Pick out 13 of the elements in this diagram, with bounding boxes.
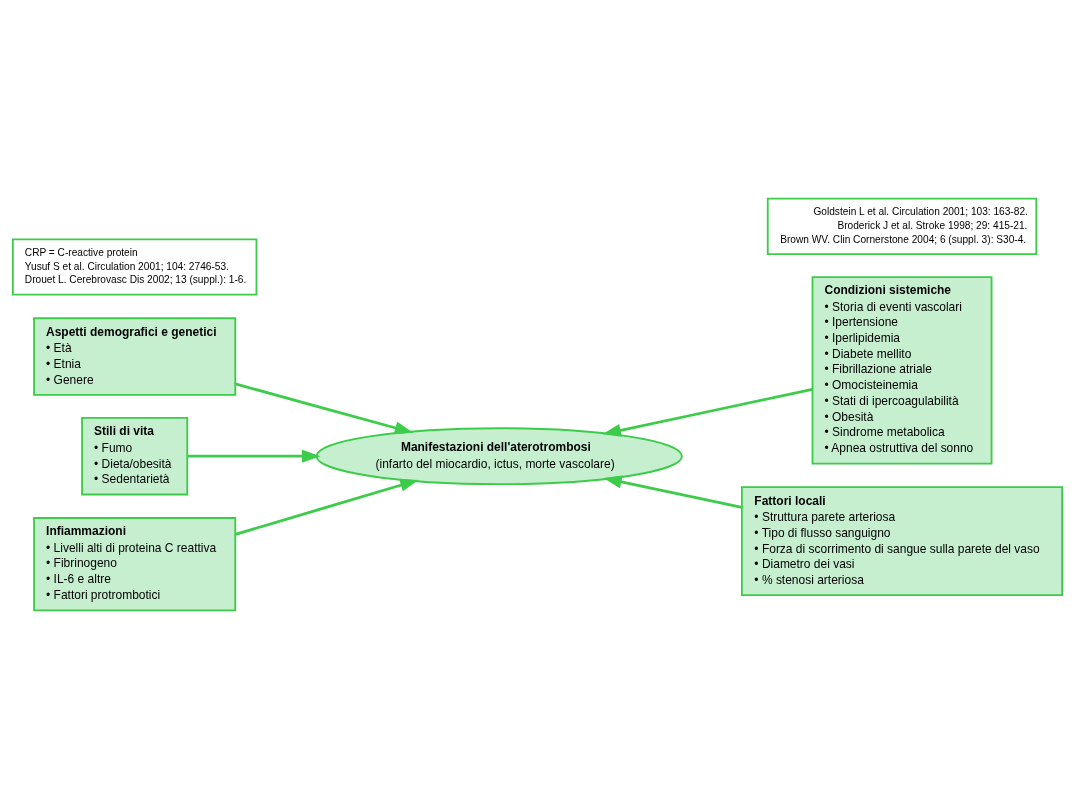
- node-box: Stili di vita • Fumo • Dieta/obesità • Sedentarietà: [81, 416, 189, 495]
- node-box: Infiammazioni • Livelli alti di proteina C reattiva • Fibrinogeno • IL-6 e altre • Fattori protrombotici: [33, 516, 237, 611]
- arrow: [602, 387, 813, 437]
- arrow: [235, 382, 414, 434]
- node-box: Aspetti demografici e genetici • Età • Etnia • Genere: [33, 316, 237, 396]
- arrow: [603, 475, 743, 509]
- node-ellipse: Manifestazioni dell'aterotrombosi (infarto del miocardio, ictus, morte vascolare): [315, 426, 683, 485]
- arrow: [187, 449, 321, 463]
- node-box: Condizioni sistemiche • Storia di eventi vascolari • Ipertensione • Iperlipidemia • Diabete mellito • Fibrillazione atriale • Omocisteinemia • Stati di ipercoagulabilità • Obesità • Sindrome metabolica • Apnea ostruttiva del sonno: [811, 275, 993, 464]
- arrow: [235, 478, 419, 536]
- node-box: Fattori locali • Struttura parete arteriosa • Tipo di flusso sanguigno • Forza di scorrimento di sangue sulla parete del vaso • Diametro dei vasi • % stenosi arteriosa: [741, 485, 1064, 596]
- node-box: Goldstein L et al. Circulation 2001; 103: 163-82. Broderick J et al. Stroke 1998; 29: 415-21. Brown WV. Clin Cornerstone 2004; 6 (suppl. 3): S30-4.: [766, 197, 1038, 255]
- node-box: CRP = C-reactive protein Yusuf S et al. Circulation 2001; 104: 2746-53. Drouet L. Cerebrovasc Dis 2002; 13 (suppl.): 1-6.: [11, 237, 258, 296]
